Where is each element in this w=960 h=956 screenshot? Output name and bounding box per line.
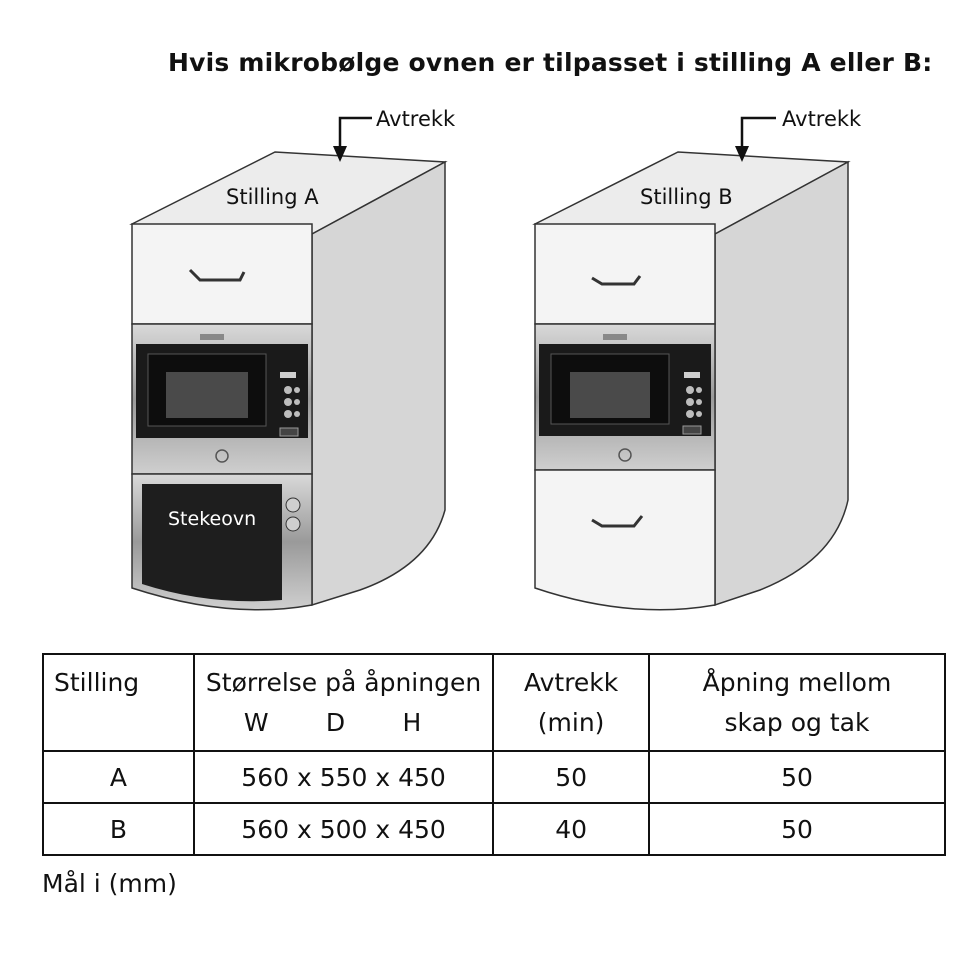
header-d: D [325,708,346,737]
oven-knob-icon [285,516,301,532]
cell-gap: 50 [647,802,947,856]
title-text: Hvis mikrobølge ovnen er tilpasset i sti… [168,48,933,77]
cell-stilling: A [42,750,195,804]
oven-door [142,484,282,602]
microwave-window [166,372,248,418]
oven-knob-icon [285,497,301,513]
cell-size: 560 x 500 x 450 [192,802,495,856]
logo-badge-icon [618,448,632,462]
vent-arrow-icon [338,116,372,158]
header-w: W [243,708,269,737]
cabinet-b-side [714,160,849,607]
table-header-row: Stilling Størrelse på åpningen W D H Avt… [42,653,947,752]
cabinet-b-drawer-bottom [534,469,716,611]
header-gap: Åpning mellom skap og tak [647,653,947,752]
position-label-a: Stilling A [226,185,319,209]
vent-arrow-icon [740,116,776,158]
cabinet-diagram: Avtrekk Stilling A Stekeovn Avtrekk Stil… [129,107,862,611]
position-label-b: Stilling B [640,185,733,209]
control-panel-icon [682,372,702,435]
cell-size: 560 x 550 x 450 [192,750,495,804]
cell-gap: 50 [647,750,947,804]
drawer-handle-icon [591,515,644,528]
units-note: Mål i (mm) [42,869,177,898]
microwave-window-b [570,372,650,418]
vent-label-a: Avtrekk [376,107,456,131]
arrow-head-icon [333,146,347,162]
cell-vent: 50 [492,750,650,804]
cabinet-b-drawer-top [534,223,716,325]
brand-logo-icon [603,334,627,340]
drawer-handle-icon [591,275,642,286]
cell-stilling: B [42,802,195,856]
cabinet-a [129,116,448,611]
cabinet-a-drawer [131,223,313,325]
header-h: H [402,708,422,737]
cabinet-a-side [311,160,446,607]
cabinet-b [532,116,851,611]
header-gap-line2: skap og tak [724,708,870,737]
oven-label: Stekeovn [168,508,256,530]
header-stilling: Stilling [42,653,195,752]
cell-vent: 40 [492,802,650,856]
arrow-head-icon [735,146,749,162]
table-row: B 560 x 500 x 450 40 50 [42,802,947,856]
drawer-handle-icon [188,268,246,282]
specification-table: Stilling Størrelse på åpningen W D H Avt… [42,653,947,856]
header-dimensions: W D H [196,703,491,743]
logo-badge-icon [215,449,229,463]
header-size: Størrelse på åpningen W D H [192,653,495,752]
header-vent: Avtrekk (min) [492,653,650,752]
vent-label-b: Avtrekk [782,107,862,131]
header-vent-unit: (min) [537,708,605,737]
table-row: A 560 x 550 x 450 50 50 [42,750,947,804]
header-size-label: Størrelse på åpningen [205,668,482,697]
header-gap-line1: Åpning mellom [702,668,892,697]
brand-logo-icon [200,334,224,340]
header-vent-label: Avtrekk [523,668,619,697]
control-panel-icon [279,372,300,437]
